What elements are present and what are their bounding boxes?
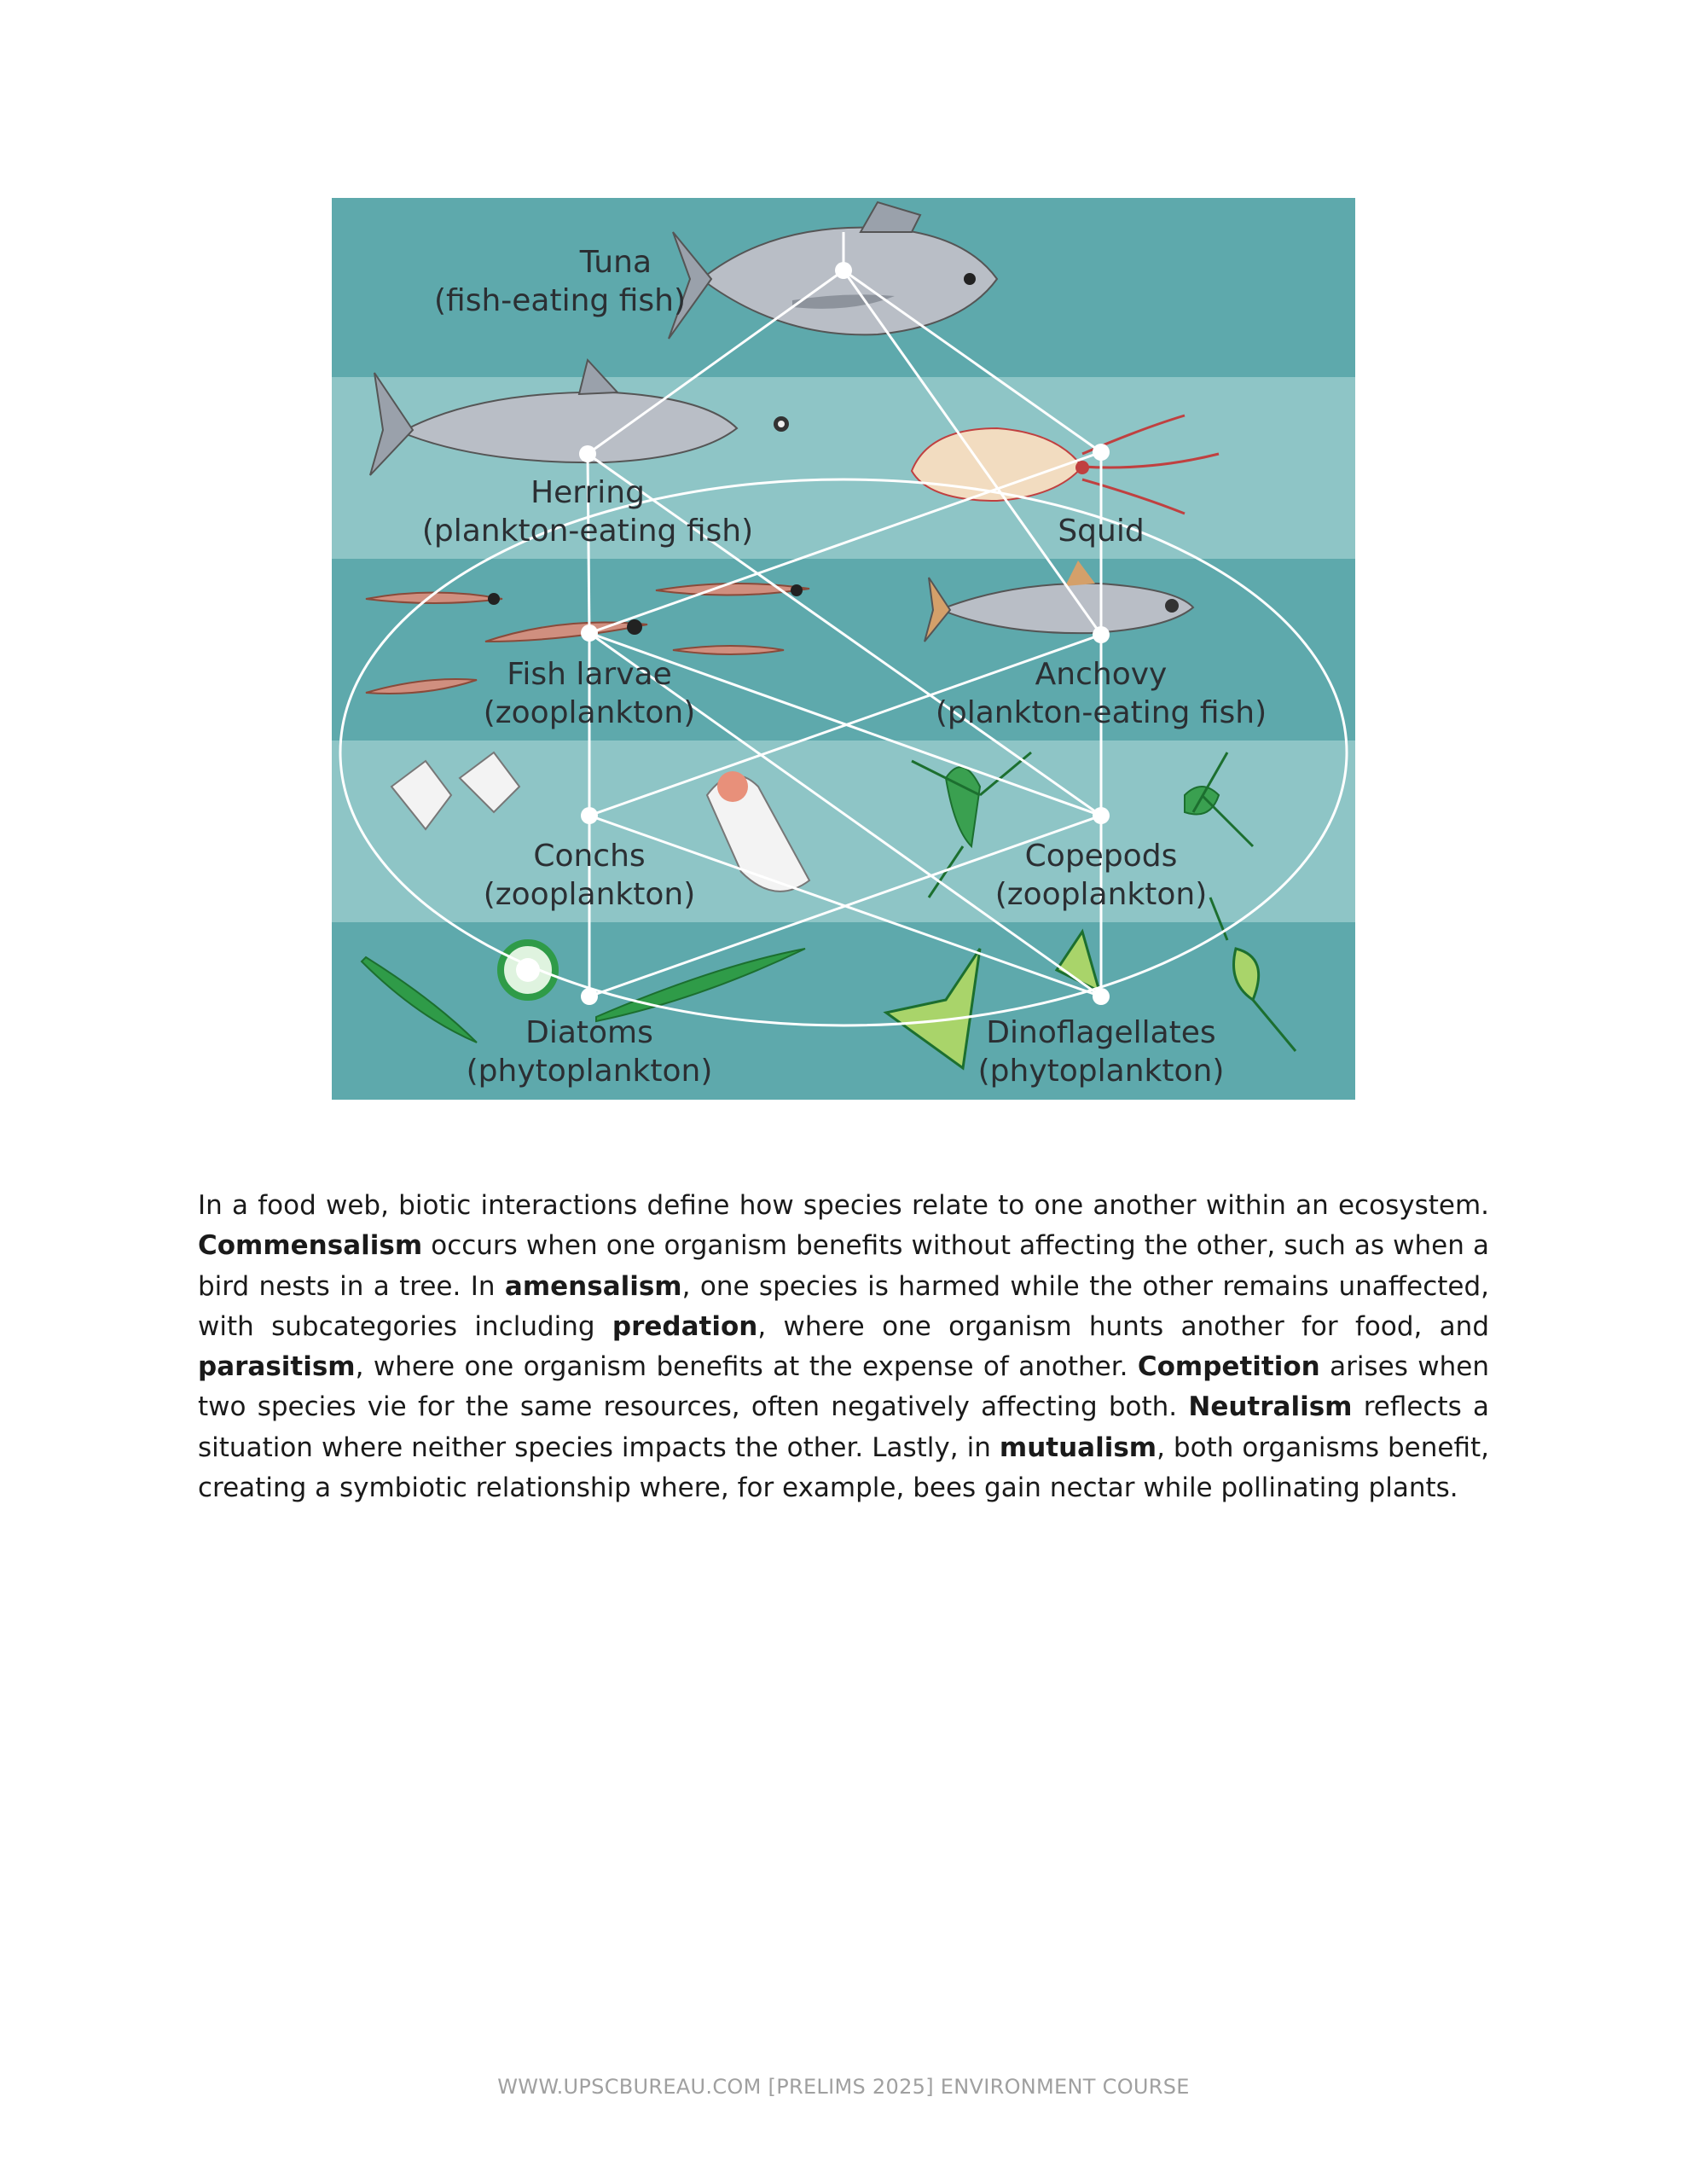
- body-text-7: reflects a situation where neither speci…: [198, 1391, 1490, 1463]
- food-web-diagram: Tuna (fish-eating fish) Herring (plankto…: [332, 198, 1355, 1100]
- label-anchovy-name: Anchovy: [1035, 657, 1168, 692]
- node-copepods: [1093, 807, 1110, 824]
- label-herring-desc: (plankton-eating fish): [422, 514, 753, 549]
- label-anchovy: Anchovy (plankton-eating fish): [936, 657, 1267, 730]
- label-tuna-desc: (fish-eating fish): [434, 283, 686, 318]
- term-commensalism: Commensalism: [198, 1230, 423, 1262]
- body-text-3: , one species is harmed while the other …: [198, 1270, 1489, 1342]
- body-text-2: occurs when one organism benefits withou…: [198, 1230, 1489, 1302]
- link-herring-copepods: [587, 452, 1102, 817]
- label-conchs-desc: (zooplankton): [484, 877, 696, 912]
- label-copepods-desc: (zooplankton): [995, 877, 1208, 912]
- node-squid: [1093, 444, 1110, 461]
- body-text-1: In a food web, biotic interactions defin…: [198, 1190, 1489, 1221]
- label-dinoflagellates-desc: (phytoplankton): [978, 1054, 1225, 1089]
- label-squid-name: Squid: [1058, 514, 1144, 549]
- label-diatoms: Diatoms (phytoplankton): [467, 1015, 713, 1089]
- term-mutualism: mutualism: [999, 1432, 1157, 1463]
- node-herring: [579, 445, 596, 462]
- page-footer: WWW.UPSCBUREAU.COM [PRELIMS 2025] ENVIRO…: [497, 2075, 1190, 2099]
- link-tuna-anchovy: [842, 270, 1103, 636]
- label-dinoflagellates-name: Dinoflagellates: [986, 1015, 1215, 1050]
- term-parasitism: parasitism: [198, 1351, 356, 1383]
- node-tuna: [835, 262, 852, 279]
- link-copepods-diatoms: [588, 814, 1102, 998]
- body-paragraph: In a food web, biotic interactions defin…: [198, 1186, 1489, 1508]
- food-web-nodes: [579, 262, 1110, 1005]
- node-dinoflagellates: [1093, 988, 1110, 1005]
- node-anchovy: [1093, 626, 1110, 643]
- dinoflagellates-illustration: [883, 897, 1297, 1071]
- link-herring-fish_larvae: [586, 453, 591, 634]
- web-outer-loop: [339, 478, 1348, 1027]
- link-tuna-herring: [587, 269, 844, 456]
- node-diatoms: [581, 988, 598, 1005]
- food-web-links: [586, 232, 1103, 998]
- label-fish-larvae: Fish larvae (zooplankton): [484, 657, 696, 730]
- label-conchs: Conchs (zooplankton): [484, 839, 696, 912]
- link-fish_larvae-dinoflagellates: [588, 631, 1102, 998]
- anchovy-illustration: [924, 561, 1195, 642]
- label-diatoms-desc: (phytoplankton): [467, 1054, 713, 1089]
- label-tuna-name: Tuna: [579, 245, 652, 280]
- body-text-8: , both organisms benefit, creating a sym…: [198, 1432, 1489, 1504]
- label-diatoms-name: Diatoms: [525, 1015, 653, 1050]
- label-fish-larvae-desc: (zooplankton): [484, 695, 696, 730]
- label-copepods: Copepods (zooplankton): [995, 839, 1208, 912]
- node-fish-larvae: [581, 624, 598, 642]
- body-text-5: , where one organism benefits at the exp…: [355, 1351, 1138, 1383]
- label-conchs-name: Conchs: [533, 839, 645, 874]
- label-anchovy-desc: (plankton-eating fish): [936, 695, 1267, 730]
- term-competition: Competition: [1137, 1351, 1320, 1383]
- label-dinoflagellates: Dinoflagellates (phytoplankton): [978, 1015, 1225, 1089]
- label-fish-larvae-name: Fish larvae: [507, 657, 671, 692]
- link-squid-fish_larvae: [588, 450, 1102, 635]
- node-conchs: [581, 807, 598, 824]
- term-neutralism: Neutralism: [1188, 1391, 1353, 1423]
- body-text-6: arises when two species vie for the same…: [198, 1351, 1489, 1423]
- conchs-illustration: [390, 751, 811, 892]
- body-text-4: , where one organism hunts another for f…: [757, 1310, 1490, 1342]
- label-copepods-name: Copepods: [1025, 839, 1178, 874]
- link-anchovy-conchs: [588, 633, 1102, 817]
- label-squid: Squid: [1058, 514, 1144, 549]
- depth-bands: [332, 198, 1355, 1100]
- label-herring-name: Herring: [530, 475, 645, 510]
- term-amensalism: amensalism: [504, 1270, 682, 1302]
- link-tuna-squid: [843, 269, 1102, 454]
- herring-illustration: [369, 357, 789, 476]
- label-herring: Herring (plankton-eating fish): [422, 475, 753, 549]
- diatoms-illustration: [360, 939, 806, 1043]
- term-predation: predation: [612, 1310, 758, 1342]
- copepods-illustration: [911, 751, 1255, 898]
- label-tuna: Tuna (fish-eating fish): [434, 245, 686, 318]
